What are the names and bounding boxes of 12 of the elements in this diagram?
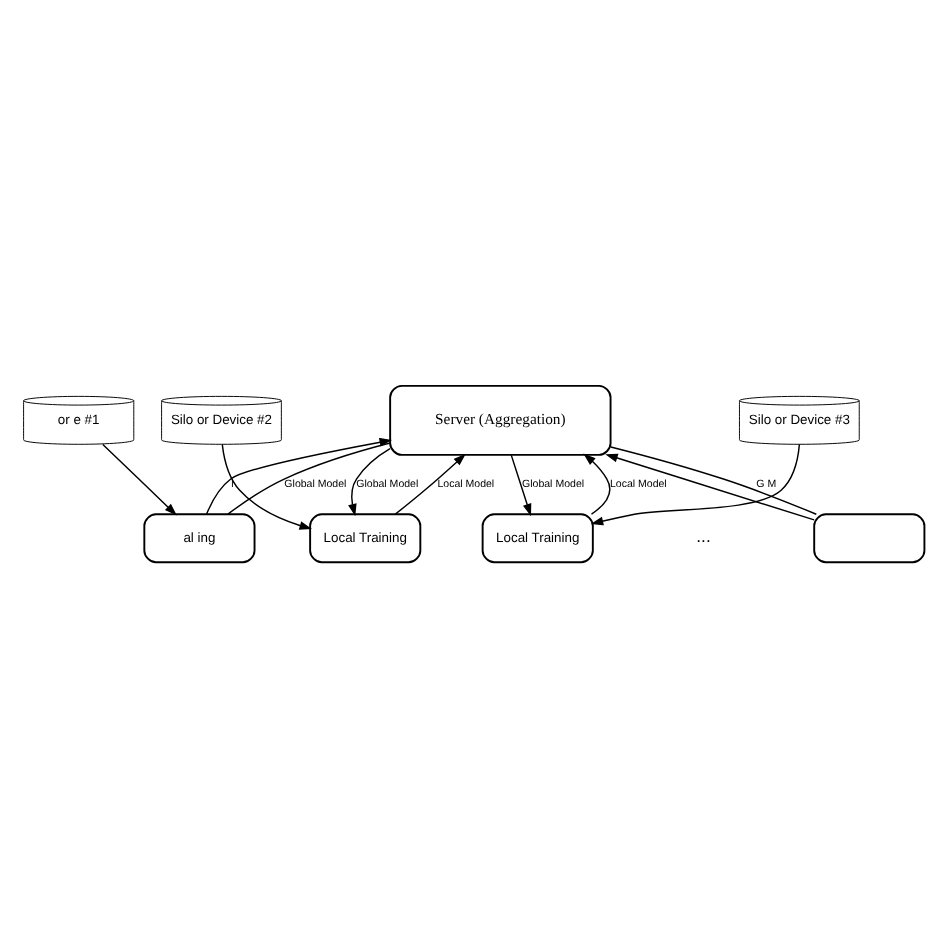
label: ...: [696, 526, 711, 547]
arrow: [102, 443, 177, 516]
arrow: [590, 443, 801, 526]
connector: [227, 442, 391, 515]
arrow: [583, 453, 611, 515]
arrow: [394, 453, 466, 515]
arrow: [510, 454, 532, 517]
node-box: [813, 513, 926, 564]
node-box: Server (Aggregation): [389, 384, 612, 456]
arrow: [348, 448, 391, 517]
arrow: [221, 443, 312, 530]
arrow: [205, 437, 392, 515]
